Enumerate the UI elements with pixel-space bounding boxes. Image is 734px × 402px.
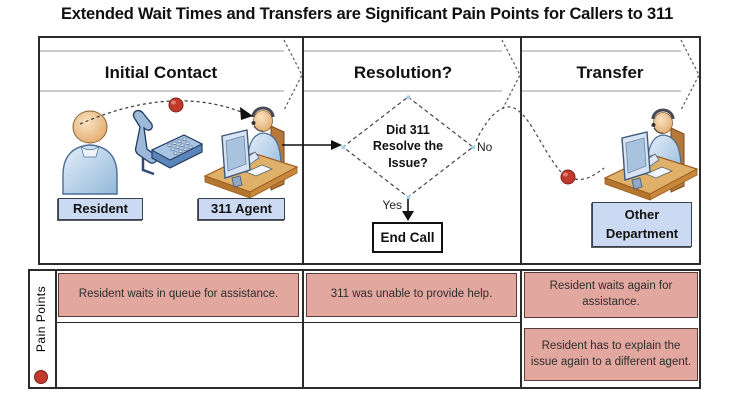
pain-column-divider-2	[520, 269, 522, 389]
end-call-box: End Call	[372, 222, 443, 253]
agent-311-label: 311 Agent	[198, 198, 285, 220]
lane-header-resolution: Resolution?	[353, 63, 453, 82]
pain-point-queue-wait: Resident waits in queue for assistance.	[58, 273, 299, 317]
pain-column-divider-1	[302, 269, 304, 389]
pain-lane-divider	[55, 269, 57, 389]
pain-points-frame	[28, 269, 701, 389]
resident-label: Resident	[58, 198, 143, 220]
flow-column-divider-1	[302, 36, 304, 265]
diagram-title: Extended Wait Times and Transfers are Si…	[60, 5, 674, 23]
pain-point-no-help: 311 was unable to provide help.	[306, 273, 517, 317]
no-branch-label: No	[477, 140, 493, 154]
lane-header-transfer: Transfer	[576, 63, 644, 82]
decision-question: Did 311 Resolve the Issue?	[372, 123, 444, 170]
pain-points-lane: Pain Points	[28, 269, 55, 389]
yes-branch-label: Yes	[382, 198, 402, 212]
other-department-label: Other Department	[592, 202, 692, 247]
flow-table-frame	[38, 36, 701, 265]
pain-point-waits-again: Resident waits again for assistance.	[524, 272, 698, 318]
pain-points-lane-label: Pain Points	[34, 285, 49, 353]
pain-point-explain-again: Resident has to explain the issue again …	[524, 328, 698, 381]
lane-header-initial-contact: Initial Contact	[104, 63, 218, 82]
pain-row-divider	[56, 322, 520, 323]
